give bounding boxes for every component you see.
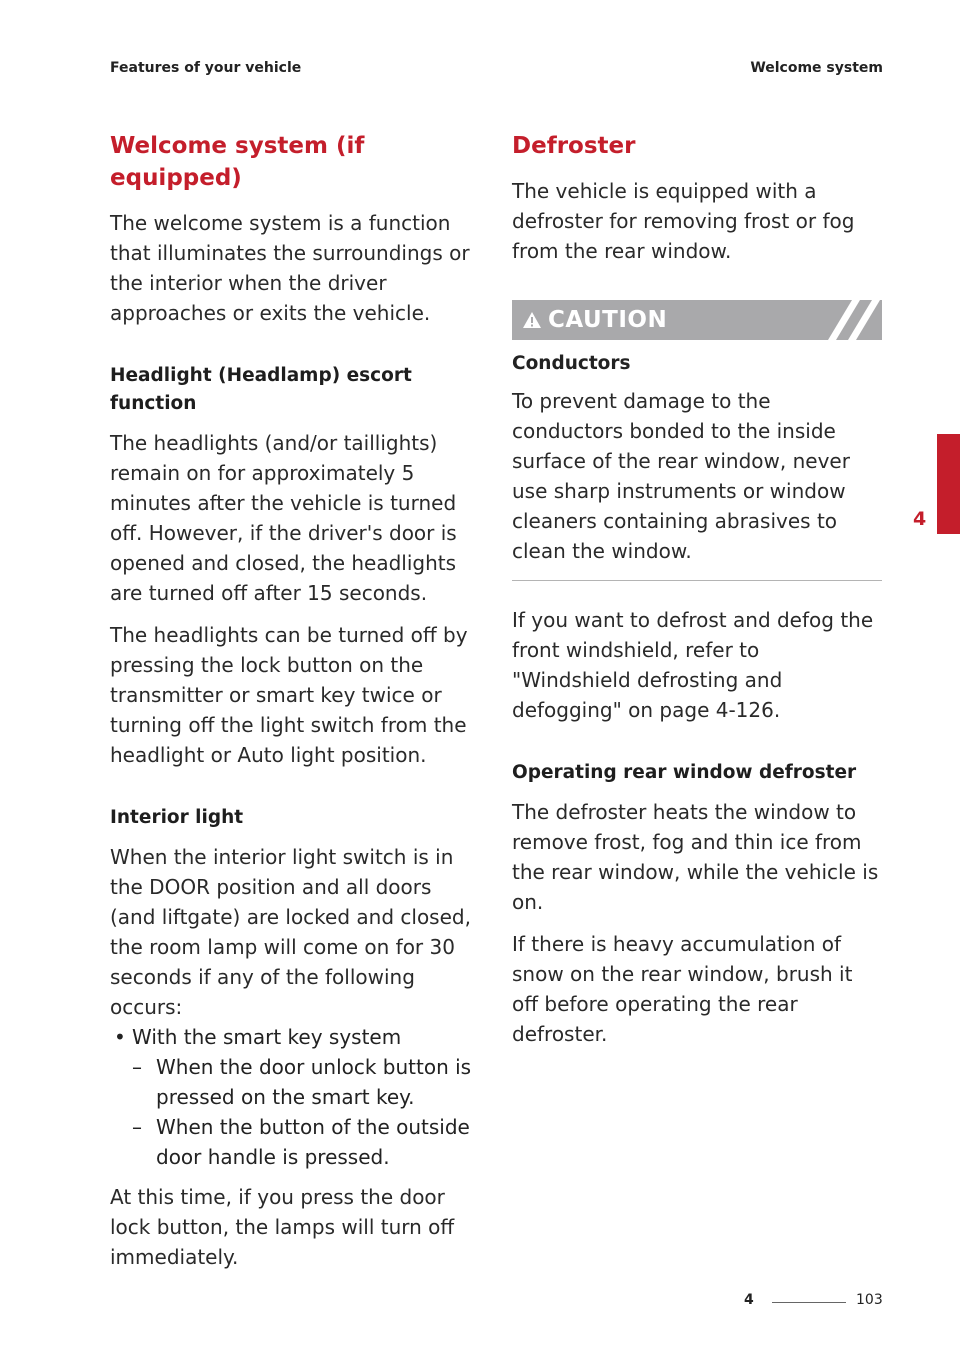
- warning-triangle-icon: [523, 312, 541, 328]
- header-section-title: Features of your vehicle: [110, 60, 302, 76]
- footer-divider: [772, 1302, 846, 1303]
- interior-paragraph-2: At this time, if you press the door lock…: [110, 1185, 455, 1269]
- interior-conditions-list: With the smart key system When the door …: [110, 1022, 478, 1172]
- chapter-tab: [937, 434, 960, 534]
- operating-paragraph-2: If there is heavy accumulation of snow o…: [512, 932, 853, 1046]
- defroster-intro: The vehicle is equipped with a defroster…: [512, 179, 855, 263]
- list-item: When the door unlock button is pressed o…: [132, 1052, 478, 1112]
- escort-paragraph-2: The headlights can be turned off by pres…: [110, 623, 468, 767]
- escort-function-heading: Headlight (Headlamp) escort function: [110, 365, 412, 414]
- defroster-title: Defroster: [512, 133, 636, 159]
- list-item: With the smart key system When the door …: [110, 1022, 478, 1172]
- welcome-system-title: Welcome system (if equipped): [110, 133, 365, 191]
- smart-key-sublist: When the door unlock button is pressed o…: [132, 1052, 478, 1172]
- caution-label: CAUTION: [548, 307, 668, 333]
- smart-key-bullet: With the smart key system: [132, 1025, 402, 1049]
- caution-text: To prevent damage to the conductors bond…: [512, 389, 850, 563]
- caution-banner: CAUTION: [512, 300, 882, 340]
- caution-stripes: [828, 300, 880, 340]
- operating-paragraph-1: The defroster heats the window to remove…: [512, 800, 879, 914]
- operating-defroster-heading: Operating rear window defroster: [512, 762, 857, 783]
- interior-light-heading: Interior light: [110, 807, 244, 828]
- escort-paragraph-1: The headlights (and/or taillights) remai…: [110, 431, 457, 605]
- list-item: When the button of the outside door hand…: [132, 1112, 478, 1172]
- caution-divider: [512, 580, 882, 581]
- welcome-intro: The welcome system is a function that il…: [110, 211, 470, 325]
- windshield-reference: If you want to defrost and defog the fro…: [512, 608, 874, 722]
- caution-heading: Conductors: [512, 353, 631, 374]
- interior-paragraph-1: When the interior light switch is in the…: [110, 845, 471, 1019]
- chapter-number: 4: [913, 508, 927, 530]
- footer-chapter: 4: [744, 1292, 754, 1308]
- left-column: Welcome system (if equipped) The welcome…: [110, 130, 478, 1284]
- right-column: Defroster The vehicle is equipped with a…: [512, 130, 882, 1061]
- page-number: 103: [856, 1292, 883, 1308]
- header-topic-title: Welcome system: [750, 60, 883, 76]
